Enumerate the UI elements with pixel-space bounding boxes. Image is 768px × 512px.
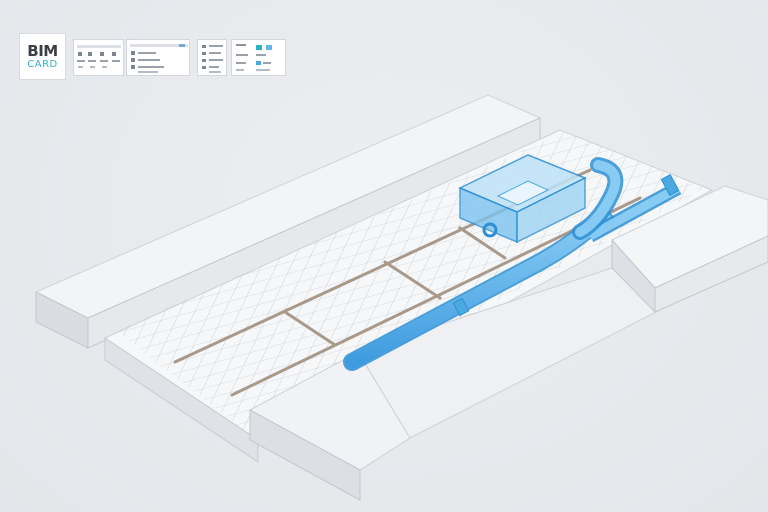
panel-1-icons bbox=[77, 45, 121, 68]
front-ramp-left[interactable] bbox=[248, 267, 661, 501]
toolbar-panel-2[interactable] bbox=[126, 39, 190, 76]
panel-2-icons bbox=[130, 44, 188, 73]
right-block[interactable] bbox=[611, 185, 768, 314]
panel-3-icons bbox=[202, 45, 223, 73]
toolbar-panel-3[interactable] bbox=[197, 39, 227, 76]
toolbar-panel-4[interactable] bbox=[231, 39, 286, 76]
hvac-duct[interactable] bbox=[343, 157, 682, 371]
app-logo: BIM CARD bbox=[19, 33, 66, 80]
toolbar-panel-1[interactable] bbox=[73, 39, 124, 76]
panel-4-icons bbox=[236, 44, 272, 71]
logo-text-primary: BIM bbox=[27, 41, 58, 60]
hvac-unit[interactable] bbox=[458, 154, 587, 244]
back-wall[interactable] bbox=[34, 94, 542, 349]
logo-text-secondary: CARD bbox=[27, 58, 58, 70]
